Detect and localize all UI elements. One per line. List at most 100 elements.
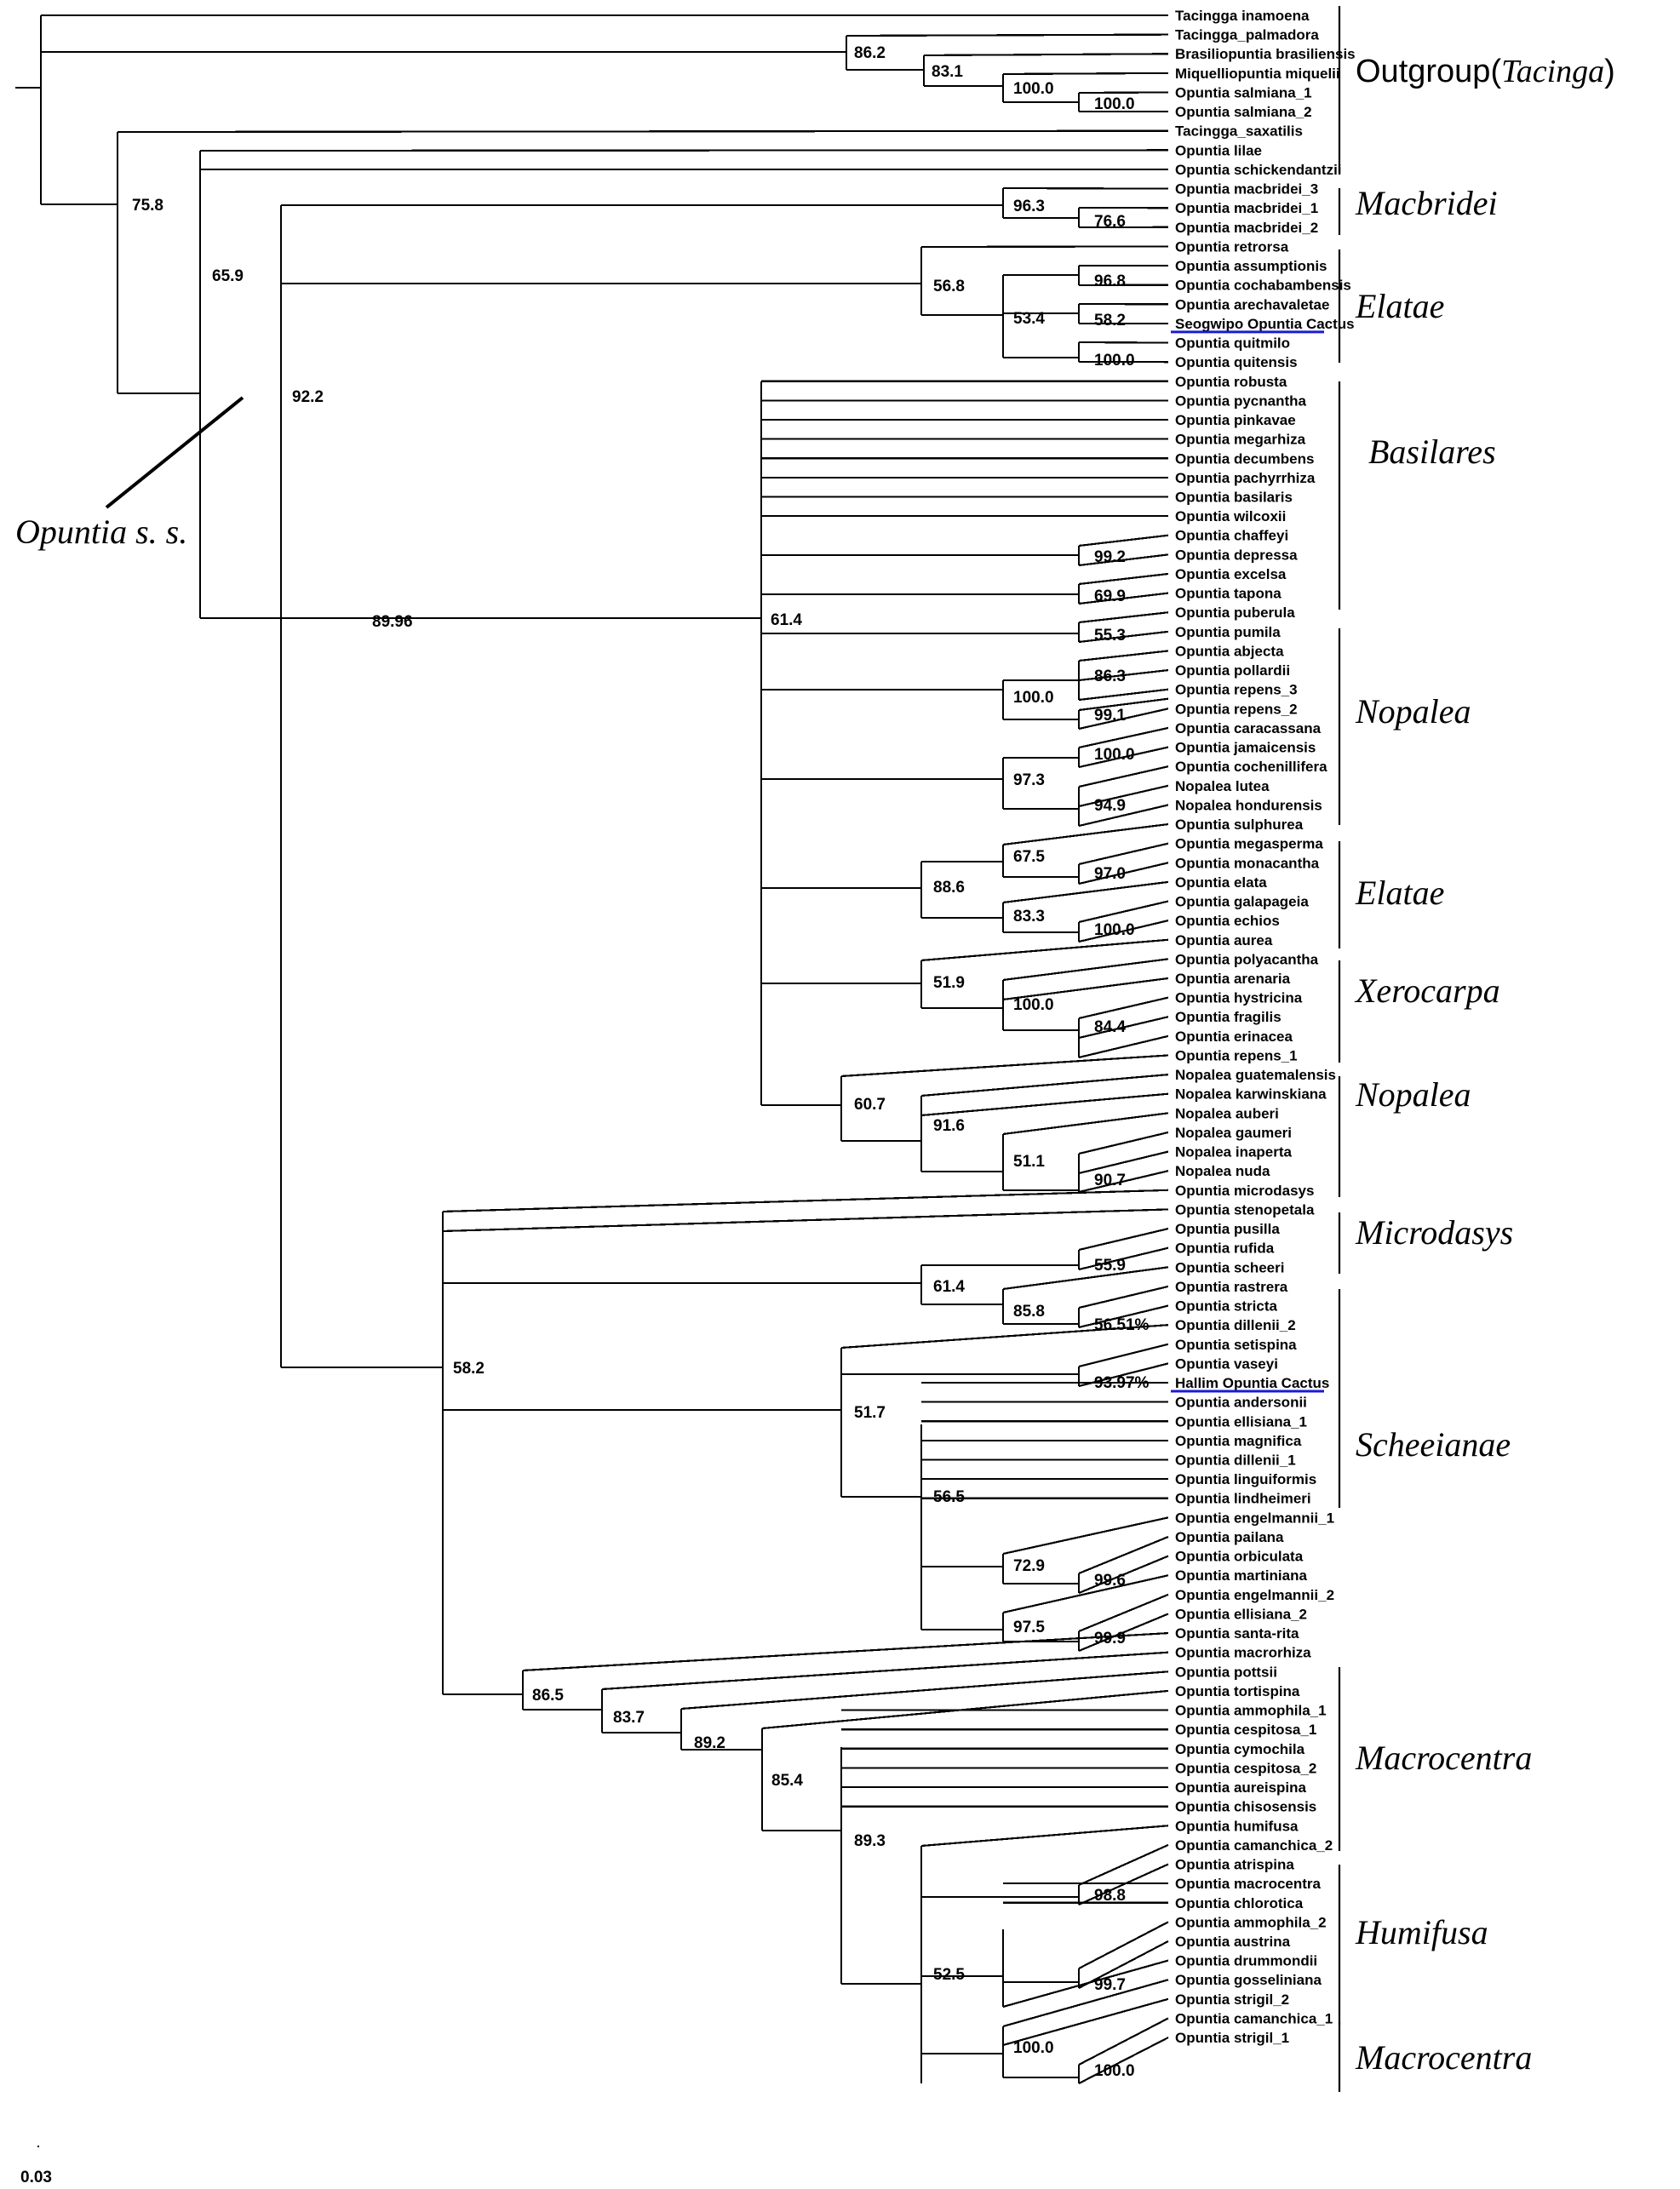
- tip-branch: [1078, 534, 1169, 547]
- tip-label: Opuntia cespitosa_1: [1175, 1722, 1316, 1738]
- support-value: 83.7: [613, 1709, 645, 1727]
- tip-branch: [1002, 186, 1169, 190]
- tip-label: Nopalea gaumeri: [1175, 1125, 1292, 1141]
- support-value: 61.4: [933, 1278, 965, 1296]
- tip-label: Opuntia polyacantha: [1175, 951, 1319, 967]
- support-value: 96.8: [1094, 272, 1126, 290]
- support-value: 100.0: [1013, 2039, 1054, 2057]
- tip-label: Opuntia fragilis: [1175, 1009, 1282, 1025]
- tip-label: Opuntia retrorsa: [1175, 238, 1289, 255]
- opuntia-ss-label: Opuntia s. s.: [15, 513, 187, 551]
- support-value: 61.4: [771, 611, 802, 629]
- tip-label: Opuntia setispina: [1175, 1337, 1297, 1353]
- tip-label: Opuntia macrocentra: [1175, 1876, 1322, 1892]
- tip-branch: [1078, 572, 1169, 586]
- tip-label: Nopalea karwinskiana: [1175, 1086, 1327, 1103]
- support-value: 56.5: [933, 1488, 965, 1506]
- tip-label: Hallim Opuntia Cactus: [1175, 1375, 1329, 1391]
- tip-branch: [1002, 72, 1169, 76]
- tip-label: Opuntia aureispina: [1175, 1779, 1307, 1796]
- support-value: 67.5: [1013, 848, 1045, 866]
- tip-branch: [1078, 804, 1169, 828]
- tip-branch: [1078, 1343, 1169, 1368]
- tip-label: Opuntia dillenii_1: [1175, 1453, 1296, 1469]
- tip-label: Opuntia scheeri: [1175, 1259, 1284, 1275]
- tip-label: Opuntia cochabambensis: [1175, 278, 1351, 294]
- tip-label: Opuntia strigil_1: [1175, 2030, 1289, 2046]
- support-value: 99.2: [1094, 548, 1126, 566]
- tip-label: Opuntia assumptionis: [1175, 258, 1327, 274]
- support-value: 53.4: [1013, 310, 1045, 328]
- tip-branch: [920, 938, 1169, 962]
- support-value: 100.0: [1094, 921, 1135, 939]
- tip-label: Opuntia andersonii: [1175, 1395, 1307, 1411]
- support-value: 51.9: [933, 974, 965, 992]
- tip-label: Nopalea nuda: [1175, 1163, 1270, 1179]
- tip-branch: [1078, 1863, 1169, 1906]
- tip-label: Opuntia pollardii: [1175, 662, 1290, 679]
- tip-label: Opuntia orbiculata: [1175, 1549, 1304, 1565]
- tip-label: Seogwipo Opuntia Cactus: [1175, 316, 1355, 332]
- tip-branch: [199, 149, 1169, 152]
- tip-branch: [1078, 630, 1169, 644]
- support-value: 96.3: [1013, 198, 1045, 215]
- tip-label: Opuntia engelmannii_2: [1175, 1587, 1334, 1603]
- tip-branch: [1078, 842, 1169, 866]
- support-value: 85.4: [771, 1772, 803, 1790]
- tip-label: Opuntia cymochila: [1175, 1741, 1305, 1757]
- tip-branch: [1078, 341, 1169, 344]
- tip-branch: [1078, 1170, 1169, 1194]
- group-label-macrocentra-2: Macrocentra: [1355, 2038, 1532, 2077]
- tip-branch: [920, 1092, 1169, 1117]
- tip-branch: [1078, 1593, 1169, 1633]
- tip-label: Opuntia humifusa: [1175, 1818, 1299, 1834]
- tree-branches: [15, 14, 1169, 2084]
- tip-branch: [1078, 91, 1169, 95]
- tip-label: Opuntia strigil_2: [1175, 1991, 1289, 2008]
- tip-label: Opuntia chlorotica: [1175, 1895, 1304, 1911]
- tip-label: Opuntia rufida: [1175, 1241, 1275, 1257]
- tip-branch: [1078, 592, 1169, 605]
- tip-label: Opuntia santa-rita: [1175, 1625, 1299, 1642]
- tip-branch: [1078, 784, 1169, 808]
- tip-branch: [1078, 1921, 1169, 1969]
- tip-branch: [1078, 1034, 1169, 1059]
- support-value: 86.5: [532, 1687, 564, 1705]
- tip-branch: [117, 129, 1169, 134]
- support-value: 55.3: [1094, 627, 1126, 645]
- tip-label: Opuntia gosseliniana: [1175, 1972, 1322, 1988]
- tip-branch: [1078, 862, 1169, 885]
- support-value: 58.2: [453, 1360, 485, 1378]
- tip-label: Opuntia excelsa: [1175, 566, 1287, 582]
- support-value: 72.9: [1013, 1557, 1045, 1575]
- group-label-nopalea-2: Nopalea: [1355, 1075, 1471, 1114]
- group-label-scheeianae: Scheeianae: [1356, 1425, 1511, 1464]
- tip-label: Opuntia vaseyi: [1175, 1355, 1278, 1372]
- tip-label: Opuntia puberula: [1175, 605, 1295, 621]
- tip-branch: [920, 1825, 1169, 1848]
- tip-branch: [1002, 1266, 1169, 1291]
- tip-label: Opuntia martiniana: [1175, 1567, 1307, 1584]
- tip-branch: [1002, 1516, 1169, 1556]
- tip-branch: [1078, 1940, 1169, 1989]
- support-value: 99.7: [1094, 1976, 1126, 1994]
- group-label-elatae-2: Elatae: [1355, 874, 1444, 912]
- tip-label: Opuntia lilae: [1175, 142, 1262, 158]
- support-value: 98.8: [1094, 1887, 1126, 1905]
- tip-label: Nopalea guatemalensis: [1175, 1067, 1336, 1083]
- group-label-basilares: Basilares: [1368, 433, 1496, 471]
- group-label-nopalea: Nopalea: [1355, 692, 1471, 731]
- tip-branch: [1078, 1613, 1169, 1653]
- tip-branch: [920, 1074, 1169, 1097]
- tip-branch: [840, 1324, 1169, 1350]
- support-value: 93.97%: [1094, 1374, 1150, 1392]
- tip-label: Opuntia stricta: [1175, 1298, 1278, 1315]
- tip-branch: [1078, 1285, 1169, 1309]
- tip-branch: [1002, 880, 1169, 904]
- tip-label: Opuntia jamaicensis: [1175, 740, 1316, 756]
- tip-branch: [1078, 2017, 1169, 2066]
- tip-label: Opuntia camanchica_2: [1175, 1837, 1333, 1854]
- tip-branch: [1078, 2037, 1169, 2084]
- tip-label: Opuntia macbridei_2: [1175, 220, 1318, 236]
